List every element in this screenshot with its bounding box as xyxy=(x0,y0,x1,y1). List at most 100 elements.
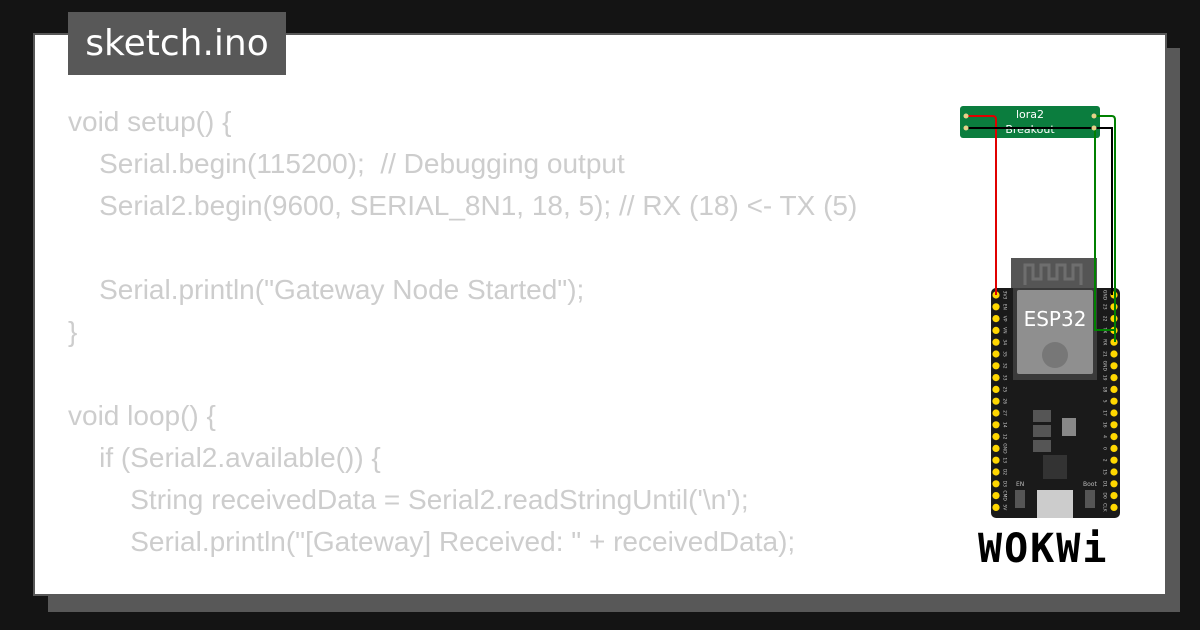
espressif-logo-icon xyxy=(1042,342,1068,368)
pin-label: 18 xyxy=(1102,387,1108,393)
pin-label: D3 xyxy=(1002,481,1008,487)
code-line: Serial.begin(115200); // Debugging outpu… xyxy=(68,148,625,179)
pin-5[interactable] xyxy=(1110,397,1118,405)
pin-17[interactable] xyxy=(1110,409,1118,417)
pin-label: D2 xyxy=(1002,469,1008,475)
pin-label: 5V xyxy=(1002,504,1008,511)
pin-label: D1 xyxy=(1102,481,1108,487)
pin-label: VP xyxy=(1002,316,1008,322)
pin-d1[interactable] xyxy=(1110,480,1118,488)
pin-label: 16 xyxy=(1102,422,1108,428)
wire-green-tx xyxy=(1094,128,1114,331)
pin-label: VN xyxy=(1002,327,1008,333)
pin-label: 15 xyxy=(1102,469,1108,475)
wire-red xyxy=(966,115,997,295)
boot-label: Boot xyxy=(1083,481,1097,488)
pin-label: GND xyxy=(1102,361,1108,372)
pin-d3[interactable] xyxy=(992,480,1000,488)
pin-gnd[interactable] xyxy=(992,444,1000,452)
pin-label: GND xyxy=(1102,290,1108,301)
wires xyxy=(963,113,1116,342)
pin-label: 17 xyxy=(1102,410,1108,416)
esp32-label: ESP32 xyxy=(1024,307,1087,331)
pin-label: 22 xyxy=(1102,316,1108,322)
pin-32[interactable] xyxy=(992,362,1000,370)
pin-label: D0 xyxy=(1102,492,1108,498)
pin-33[interactable] xyxy=(992,374,1000,382)
pin-4[interactable] xyxy=(1110,433,1118,441)
pin-12[interactable] xyxy=(992,433,1000,441)
lora-label-2: Breakout xyxy=(1005,123,1055,136)
pin-label: CLK xyxy=(1102,503,1108,513)
code-line: Serial.println("[Gateway] Received: " + … xyxy=(68,526,796,557)
pin-label: 4 xyxy=(1102,435,1108,438)
pin-label: 35 xyxy=(1002,351,1008,357)
en-label: EN xyxy=(1016,481,1024,488)
pin-35[interactable] xyxy=(992,350,1000,358)
pin-en[interactable] xyxy=(992,303,1000,311)
esp32-board[interactable]: ESP32 EN Boot 3V3ENVPVN34353233252627141… xyxy=(991,258,1120,518)
pin-15[interactable] xyxy=(1110,468,1118,476)
pin-label: 5 xyxy=(1102,400,1108,403)
pin-label: 13 xyxy=(1002,457,1008,463)
pin-label: 26 xyxy=(1002,398,1008,404)
pin-19[interactable] xyxy=(1110,374,1118,382)
pin-26[interactable] xyxy=(992,397,1000,405)
pin-gnd[interactable] xyxy=(1110,362,1118,370)
pin-2[interactable] xyxy=(1110,456,1118,464)
pin-25[interactable] xyxy=(992,385,1000,393)
pin-d0[interactable] xyxy=(1110,492,1118,500)
pin-label: 32 xyxy=(1002,363,1008,369)
pin-18[interactable] xyxy=(1110,385,1118,393)
pin-13[interactable] xyxy=(992,456,1000,464)
pin-label: 0 xyxy=(1102,447,1108,450)
pin-vn[interactable] xyxy=(992,326,1000,334)
pin-label: 27 xyxy=(1002,410,1008,416)
code-line: Serial2.begin(9600, SERIAL_8N1, 18, 5); … xyxy=(68,190,858,221)
pin-0[interactable] xyxy=(1110,444,1118,452)
code-line: Serial.println("Gateway Node Started"); xyxy=(68,274,585,305)
pin-label: CMD xyxy=(1002,490,1008,501)
pin-clk[interactable] xyxy=(1110,503,1118,511)
pin-label: 19 xyxy=(1102,375,1108,381)
code-line: void setup() { xyxy=(68,106,232,137)
pin-label: 23 xyxy=(1102,304,1108,310)
pin-label: EN xyxy=(1002,304,1008,310)
code-block: void setup() { Serial.begin(115200); // … xyxy=(68,101,857,563)
pin-d2[interactable] xyxy=(992,468,1000,476)
file-title: sketch.ino xyxy=(68,12,286,75)
lora-breakout[interactable]: lora2 Breakout xyxy=(960,106,1100,138)
pin-vp[interactable] xyxy=(992,315,1000,323)
pin-label: 34 xyxy=(1002,339,1008,345)
pin-label: 21 xyxy=(1102,351,1108,357)
wire-green-rx xyxy=(1094,115,1116,342)
pin-label: RX xyxy=(1102,339,1108,345)
code-line: String receivedData = Serial2.readString… xyxy=(68,484,749,515)
boot-button[interactable] xyxy=(1085,490,1095,508)
wire-black xyxy=(966,127,1113,295)
pin-5v[interactable] xyxy=(992,503,1000,511)
code-line: void loop() { xyxy=(68,400,216,431)
pin-34[interactable] xyxy=(992,338,1000,346)
pin-label: 2 xyxy=(1102,459,1108,462)
pin-label: 14 xyxy=(1002,422,1008,428)
code-line: if (Serial2.available()) { xyxy=(68,442,381,473)
pin-label: 33 xyxy=(1002,375,1008,381)
pin-14[interactable] xyxy=(992,421,1000,429)
preview-card: void setup() { Serial.begin(115200); // … xyxy=(35,35,1165,594)
pin-21[interactable] xyxy=(1110,350,1118,358)
pin-cmd[interactable] xyxy=(992,492,1000,500)
pin-27[interactable] xyxy=(992,409,1000,417)
pin-16[interactable] xyxy=(1110,421,1118,429)
pin-label: 3V3 xyxy=(1002,291,1008,300)
code-line: } xyxy=(68,316,78,347)
usb-port xyxy=(1037,490,1073,518)
pin-label: GND xyxy=(1002,443,1008,454)
pin-label: 25 xyxy=(1002,387,1008,393)
en-button[interactable] xyxy=(1015,490,1025,508)
lora-label: lora2 xyxy=(1016,108,1044,121)
pin-label: 12 xyxy=(1002,434,1008,440)
antenna-trace xyxy=(1023,263,1083,285)
wokwi-logo: WOKWi xyxy=(978,526,1109,572)
